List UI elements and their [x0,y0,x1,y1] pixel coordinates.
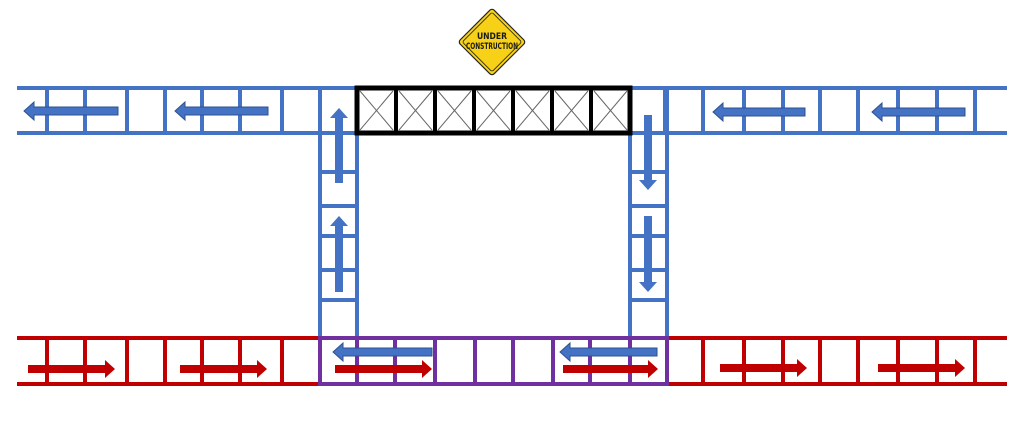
arrow-right-icon [720,359,807,377]
arrow-right-icon [335,360,432,378]
arrow-down-icon [639,216,657,292]
arrow-left-icon [174,100,269,122]
x-box-icon [359,90,394,131]
sign-text-line1: UNDER [477,32,507,42]
arrow-left-icon [559,341,658,363]
x-box-icon [593,90,628,131]
arrow-right-icon [28,360,115,378]
arrow-up-icon [330,216,348,292]
arrow-up-icon [330,108,348,183]
arrow-left-icon [712,101,806,123]
under-construction-sign: UNDER CONSTRUCTION [458,8,526,76]
x-box-icon [515,90,550,131]
x-box-icon [476,90,511,131]
x-box-icon [398,90,433,131]
sign-text-line2: CONSTRUCTION [466,42,518,52]
arrow-right-icon [878,359,965,377]
arrow-right-icon [563,360,658,378]
x-box-icon [554,90,589,131]
arrow-right-icon [180,360,267,378]
arrow-left-icon [871,101,966,123]
under-construction-sign-icon [458,8,526,76]
arrow-left-icon [23,100,119,122]
arrow-left-icon [332,341,433,363]
shared-lane-section [318,336,669,386]
x-box-icon [437,90,472,131]
arrow-down-icon [639,115,657,190]
